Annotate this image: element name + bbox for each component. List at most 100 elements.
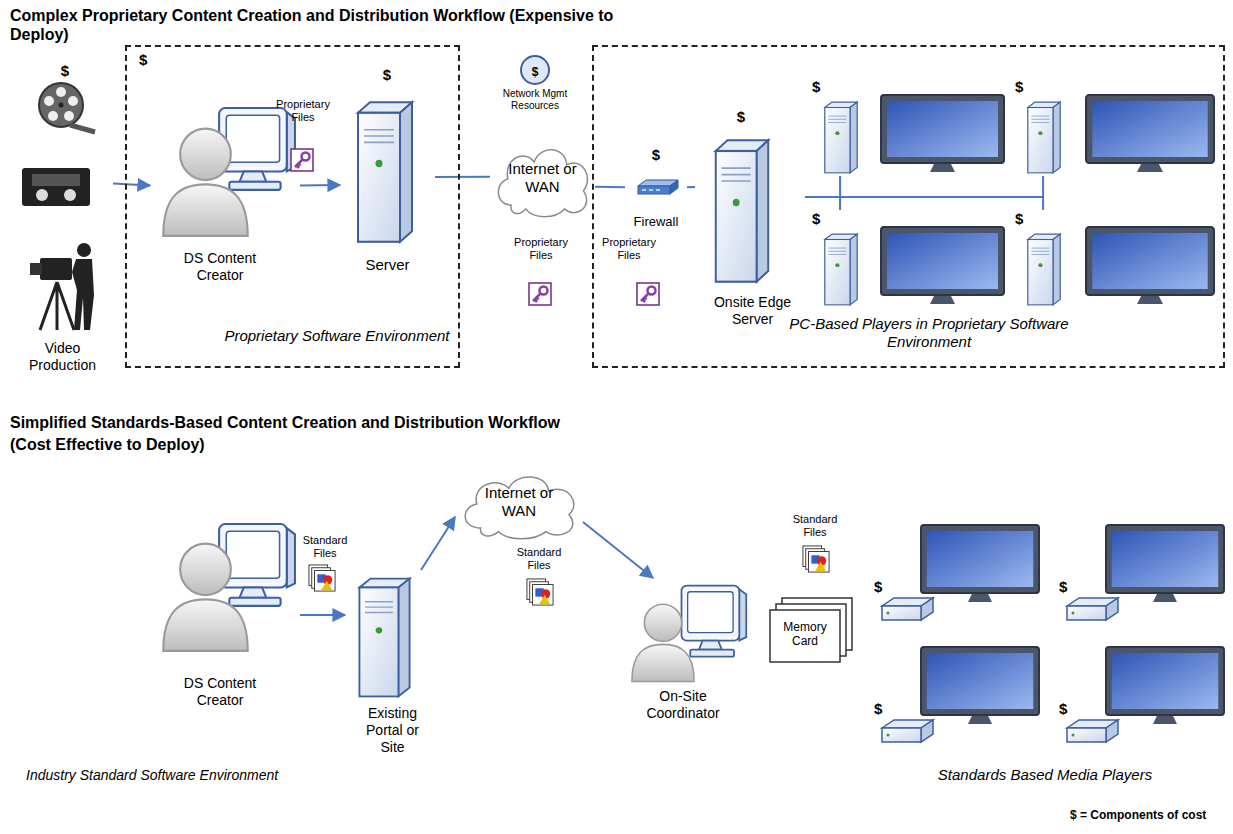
text-holder: $ bbox=[812, 78, 828, 96]
drawing-circle bbox=[44, 96, 54, 106]
network-cloud: Internet or WAN bbox=[490, 140, 595, 218]
cost-mark: $ bbox=[874, 700, 882, 718]
node-label: Video Production bbox=[15, 340, 110, 374]
drawing-rect bbox=[32, 174, 80, 186]
text-holder: Video Production bbox=[15, 340, 110, 374]
drawing-use bbox=[529, 283, 551, 305]
node-label: On-Site Coordinator bbox=[638, 688, 728, 722]
drawing-use bbox=[1067, 598, 1118, 620]
drawing-circle bbox=[56, 87, 66, 97]
connector bbox=[805, 176, 1043, 197]
drawing-circle bbox=[48, 111, 58, 121]
text-holder: Network Mgmt Resources bbox=[495, 88, 575, 113]
drawing-circle bbox=[64, 189, 76, 201]
connector bbox=[805, 176, 840, 197]
drawing-use bbox=[921, 647, 1039, 724]
device-node: $ bbox=[870, 642, 1045, 747]
text-holder: $ bbox=[874, 578, 890, 596]
free-label: Standard Files bbox=[512, 546, 566, 572]
text-holder: DS Content Creator bbox=[175, 675, 265, 709]
node-label: Proprietary Software Environment bbox=[224, 327, 449, 345]
device-node: Existing Portal or Site bbox=[345, 570, 440, 770]
cloud-shape bbox=[465, 477, 574, 539]
connector bbox=[805, 197, 840, 210]
text-holder: Memory Card bbox=[775, 620, 835, 649]
text-holder: Proprietary Files bbox=[510, 236, 572, 263]
text-holder: $ bbox=[812, 210, 828, 228]
device-node: $ bbox=[870, 520, 1045, 625]
cost-mark: $ bbox=[61, 62, 69, 80]
text-holder: Firewall bbox=[625, 212, 687, 230]
drawing-use bbox=[825, 234, 857, 305]
free-label: Proprietary Files bbox=[272, 98, 334, 124]
text-holder: Complex Proprietary Content Creation and… bbox=[10, 6, 620, 44]
drawing-use bbox=[682, 586, 747, 657]
cost-mark: $ bbox=[812, 210, 820, 228]
drawing-use bbox=[716, 140, 768, 281]
drawing-circle bbox=[68, 96, 78, 106]
drawing-use bbox=[637, 283, 659, 305]
text-holder: On-Site Coordinator bbox=[638, 688, 728, 722]
node-label: Memory Card bbox=[775, 620, 835, 649]
connector bbox=[435, 176, 490, 178]
drawing-use bbox=[527, 579, 553, 605]
cost-mark: $ bbox=[812, 78, 820, 96]
drawing-rect bbox=[22, 168, 90, 206]
drawing-circle bbox=[39, 83, 83, 127]
cost-mark: $ bbox=[874, 578, 882, 596]
node-label: DS Content Creator bbox=[175, 250, 265, 284]
connector bbox=[595, 186, 625, 188]
drawing-circle bbox=[36, 189, 48, 201]
connector bbox=[421, 517, 455, 570]
text-holder: $ bbox=[55, 62, 75, 80]
drawing-path bbox=[72, 259, 94, 330]
text-holder: Proprietary Files bbox=[272, 98, 334, 125]
text-holder: PC-Based Players in Proprietary Software… bbox=[789, 315, 1069, 351]
text-holder: $ bbox=[1059, 700, 1075, 718]
cost-mark: $ bbox=[139, 51, 147, 69]
drawing-rect bbox=[40, 258, 72, 280]
drawing-rect bbox=[770, 610, 840, 662]
cost-mark: $ bbox=[1015, 210, 1023, 228]
environment-box: PC-Based Players in Proprietary Software… bbox=[592, 45, 1225, 368]
text-holder: Onsite Edge Server bbox=[705, 294, 800, 328]
text-holder: $ bbox=[646, 146, 666, 164]
device-node: $ bbox=[812, 78, 1007, 176]
text-holder: $ bbox=[1015, 78, 1031, 96]
drawing-path bbox=[70, 125, 95, 132]
connector bbox=[805, 197, 1043, 210]
device-node: $Server bbox=[340, 66, 435, 288]
connector bbox=[300, 184, 340, 187]
text-holder: Server bbox=[340, 256, 435, 274]
free-label: Simplified Standards-Based Content Creat… bbox=[10, 413, 560, 432]
drawing-use bbox=[1028, 234, 1060, 305]
text-holder: Internet or WAN bbox=[475, 484, 563, 520]
drawing-circle bbox=[64, 111, 74, 121]
text-holder: Standard Files bbox=[298, 534, 352, 561]
text-holder: $ bbox=[1059, 578, 1075, 596]
text-holder: Internet or WAN bbox=[500, 160, 585, 196]
cost-mark: $ bbox=[1059, 700, 1067, 718]
drawing-path bbox=[40, 282, 74, 330]
text-holder: $ bbox=[731, 108, 751, 126]
drawing-circle bbox=[77, 243, 91, 257]
free-label: $ = Components of cost bbox=[1070, 808, 1206, 822]
cost-mark: $ bbox=[652, 146, 660, 164]
drawing-use bbox=[825, 102, 857, 173]
drawing-use bbox=[882, 720, 933, 742]
drawing-use bbox=[291, 149, 313, 171]
drawing-use bbox=[163, 129, 247, 236]
drawing-use bbox=[1067, 720, 1118, 742]
drawing-use bbox=[881, 227, 1004, 304]
free-label: (Cost Effective to Deploy) bbox=[10, 435, 205, 454]
environment-box: $ Proprietary Software Environment DS Cont… bbox=[125, 45, 460, 368]
device-node: On-Site Coordinator bbox=[618, 578, 758, 725]
node-label: Server bbox=[365, 256, 409, 274]
drawing-use bbox=[1106, 647, 1224, 724]
cost-mark: $ bbox=[737, 108, 745, 126]
text-holder: $ = Components of cost bbox=[1070, 805, 1230, 823]
device-node: Memory Card bbox=[770, 598, 855, 664]
text-holder: $ bbox=[139, 51, 159, 69]
device-node: $ bbox=[1055, 642, 1230, 747]
